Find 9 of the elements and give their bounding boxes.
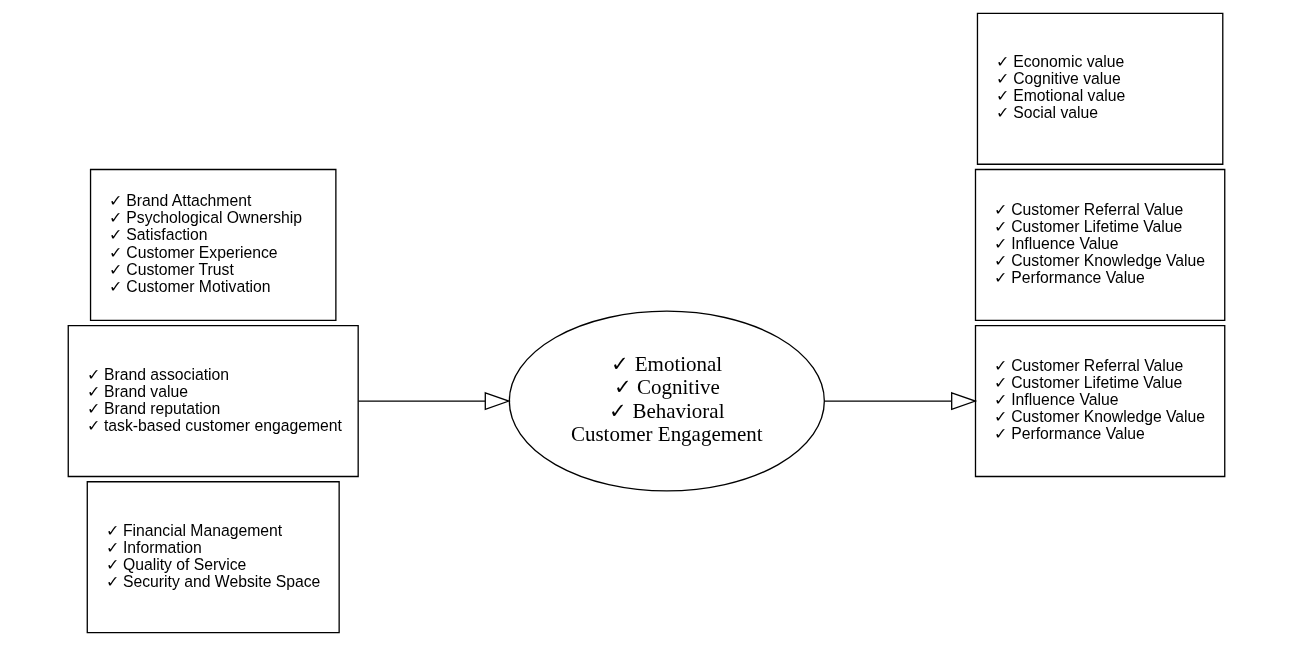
node-box: ✓ Customer Referral Value ✓ Customer Lifetime Value ✓ Influence Value ✓ Customer Knowledge Value ✓ Performance Value bbox=[974, 168, 1225, 322]
node-box: ✓ Economic value ✓ Cognitive value ✓ Emotional value ✓ Social value bbox=[976, 12, 1223, 165]
arrow bbox=[823, 391, 977, 411]
node-box: ✓ Customer Referral Value ✓ Customer Lifetime Value ✓ Influence Value ✓ Customer Knowledge Value ✓ Performance Value bbox=[974, 324, 1225, 478]
arrow bbox=[357, 391, 511, 411]
node-box: ✓ Brand Attachment ✓ Psychological Ownership ✓ Satisfaction ✓ Customer Experience ✓ Customer Trust ✓ Customer Motivation bbox=[89, 168, 337, 322]
node-box: ✓ Brand association ✓ Brand value ✓ Brand reputation ✓ task-based customer engagement bbox=[67, 324, 359, 478]
node-box: ✓ Financial Management ✓ Information ✓ Quality of Service ✓ Security and Website Space bbox=[86, 481, 340, 634]
node-ellipse: ✓ Emotional ✓ Cognitive ✓ Behavioral Customer Engagement bbox=[508, 310, 825, 492]
